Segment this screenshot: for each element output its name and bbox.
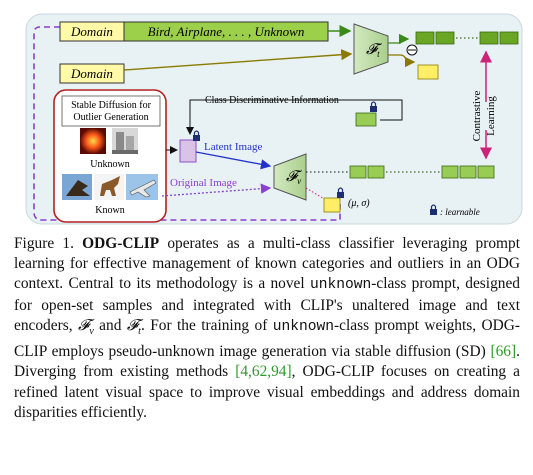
sd-title-line2: Outlier Generation <box>73 112 148 123</box>
known-image-airplane <box>126 174 158 200</box>
domain-box-2 <box>59 63 125 84</box>
caption-sentence-2: -class prompt, designed for open-set sam… <box>14 275 520 334</box>
caption-text: Figure 1. ODG-CLIP operates as a multi-c… <box>14 234 520 423</box>
unknown-image-fire <box>80 128 106 154</box>
caption-fv: 𝓕v <box>77 316 94 337</box>
caption-ft: 𝓕t <box>126 316 141 337</box>
lock-icon <box>430 204 437 215</box>
caption-and: and <box>93 316 127 334</box>
known-label: Known <box>95 205 124 216</box>
citation-link-66[interactable]: [66] <box>490 343 517 361</box>
class-info-feature <box>355 112 377 127</box>
domain-label-1: Domain <box>70 24 113 39</box>
class-info-line <box>186 99 403 135</box>
text-encoder-to-domain-feature <box>388 54 416 68</box>
latent-image-label: Latent Image <box>204 141 262 153</box>
known-image-horse <box>94 174 124 200</box>
odg-clip-diagram: Domain Bird, Airplane, . . . , Unknown D… <box>25 13 523 225</box>
unknown-label: Unknown <box>90 159 129 170</box>
image-feature-1 <box>349 165 367 179</box>
latent-image-box <box>179 139 197 163</box>
sd-title-line1: Stable Diffusion for <box>71 100 151 111</box>
domain-feature <box>417 64 439 80</box>
caption-code-1: unknown <box>309 277 372 294</box>
unknown-image-building <box>112 128 138 154</box>
caption-code-2: unknown <box>272 318 335 335</box>
text-encoder <box>353 23 389 75</box>
image-feature-4 <box>459 165 477 179</box>
figure-caption: Figure 1. ODG-CLIP operates as a multi-c… <box>14 234 520 423</box>
contrastive-label-1: Contrastive <box>471 91 483 142</box>
domain-to-text-encoder <box>123 49 353 71</box>
contrastive-label-2: Learning <box>485 96 497 136</box>
caption-sentence-5: . Diverging from existing methods <box>14 343 520 381</box>
sd-title-box <box>61 95 161 127</box>
caption-sentence-1: operates as a multi-class classifier lev… <box>14 235 520 293</box>
caption-bold-title: ODG-CLIP <box>82 235 160 252</box>
stats-feature <box>323 197 341 213</box>
latent-to-image-encoder <box>195 151 272 170</box>
learnable-legend: : learnable <box>440 207 480 217</box>
caption-sentence-4: -class prompt weights, ODG-CLIP employs … <box>14 316 520 361</box>
citation-link-4-62-94[interactable]: [4,62,94] <box>235 363 292 381</box>
text-feature-1 <box>415 31 435 45</box>
class-prompt-label: Bird, Airplane, . . . , Unknown <box>148 24 305 39</box>
text-feature-3 <box>479 31 499 45</box>
lock-icon <box>337 187 344 198</box>
text-encoder-to-features <box>388 33 410 45</box>
text-feature-2 <box>435 31 455 45</box>
known-image-bird <box>62 174 92 200</box>
image-feature-2 <box>367 165 385 179</box>
original-image-label: Original Image <box>170 177 237 189</box>
image-feature-3 <box>441 165 459 179</box>
lock-icon <box>193 130 200 141</box>
text-feature-4 <box>499 31 519 45</box>
image-encoder-to-stats <box>305 187 327 201</box>
mu-sigma-label: (μ, σ) <box>348 198 370 209</box>
image-encoder <box>273 153 307 201</box>
caption-sentence-3: . For the training of <box>140 316 273 334</box>
lock-icon <box>370 101 377 112</box>
domain-label-2: Domain <box>70 66 113 81</box>
image-feature-5 <box>477 165 495 179</box>
figure-label: Figure 1. <box>14 235 74 252</box>
feedback-loop-line <box>33 26 341 221</box>
caption-sentence-6: , ODG-CLIP focuses on creating a refined… <box>14 363 521 421</box>
